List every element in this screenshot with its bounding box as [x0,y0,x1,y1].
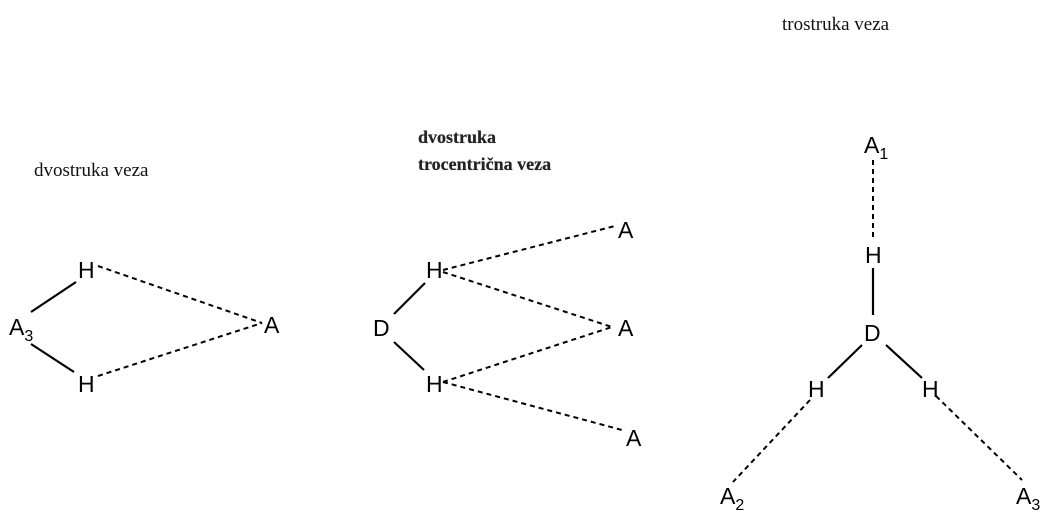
hbond-h-top-a-top [442,225,616,271]
atom-a2-symbol: A [720,483,736,509]
atom-h-bottom: H [426,371,443,397]
bond-d-h-left [827,344,863,379]
hbond-h-bottom-a-bottom [442,381,623,431]
atom-a3-subscript: 3 [1031,497,1040,514]
atom-a3-symbol: A [1016,483,1032,509]
diagram-triple-bond: A1 H D H H A2 A3 [720,132,1040,514]
bond-d-h-right [885,344,923,379]
atom-d: D [373,315,390,341]
atom-a1-symbol: A [864,132,880,158]
atom-a-middle: A [618,315,634,341]
caption-three-center-bond: dvostruka trocentrična veza [418,124,551,178]
hbond-h-bottom-a [97,322,263,377]
hbond-h-right-a3 [935,395,1023,481]
bond-d-h-bottom [393,341,425,371]
hbond-h-top-a [97,265,263,324]
diagram-three-center-bond: D H H A A A [373,217,642,451]
caption-double-bond: dvostruka veza [34,160,149,181]
hbond-h-bottom-a-middle [442,326,613,383]
atom-a: A [264,312,280,338]
hbond-h-left-a2 [732,399,811,483]
bond-a3-h-bottom [30,343,75,373]
bond-a3-h-top [30,281,77,313]
atom-a3-symbol: A [9,314,25,340]
atom-a1-subscript: 1 [879,146,888,163]
atom-h-bottom: H [78,371,95,397]
atom-a-bottom: A [626,425,642,451]
diagram-double-bond: H H A A3 [9,257,280,397]
caption-three-center-line1: dvostruka [418,127,497,147]
atom-a-top: A [618,217,634,243]
atom-h-top: H [78,257,95,283]
atom-a3-subscript: 3 [24,328,33,345]
atom-a2: A2 [720,483,744,514]
caption-triple-bond: trostruka veza [782,14,890,35]
atom-a3: A3 [1016,483,1040,514]
caption-three-center-line2: trocentrična veza [418,154,552,174]
atom-h-top: H [426,257,443,283]
atom-h-top: H [865,242,882,268]
atom-a2-subscript: 2 [735,497,744,514]
bond-d-h-top [393,282,426,315]
atom-a1: A1 [864,132,888,163]
atom-h-left: H [808,376,825,402]
atom-a3: A3 [9,314,33,345]
atom-h-right: H [922,376,939,402]
atom-d: D [864,320,881,346]
hbond-h-top-a-middle [442,271,613,328]
